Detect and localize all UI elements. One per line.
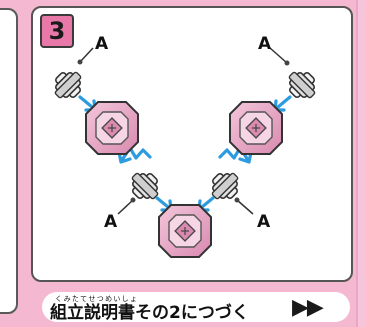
leader-line-top-right xyxy=(269,47,288,64)
leader-line-bottom-right xyxy=(236,199,254,215)
label-a-bottom-right: A xyxy=(257,212,271,232)
block-left xyxy=(85,101,139,155)
arrow-shaft xyxy=(155,196,170,209)
connector-piece-top-right xyxy=(288,71,316,99)
continue-banner[interactable] xyxy=(42,292,350,322)
arrow-shaft xyxy=(78,95,94,109)
connector-piece-top-left xyxy=(54,71,82,99)
arrow-head xyxy=(117,150,132,164)
next-arrows-icon[interactable]: ▶▶ xyxy=(292,295,324,320)
arrow-shaft xyxy=(200,196,215,209)
label-a-top-right: A xyxy=(258,34,272,54)
connector-piece-bottom-left xyxy=(131,172,159,200)
leader-line-top-left xyxy=(79,47,94,63)
leader-dot xyxy=(77,59,83,65)
block-right xyxy=(229,101,283,155)
label-a-top-left: A xyxy=(95,34,109,54)
page-edge-strip xyxy=(356,0,366,327)
continue-banner-text: 組立説明書その2につづく xyxy=(50,303,249,323)
leader-lines xyxy=(79,47,288,215)
leader-dot xyxy=(130,197,136,203)
step-number-badge: 3 xyxy=(40,14,74,48)
leader-dot xyxy=(234,197,240,203)
connector-piece-bottom-right xyxy=(211,172,239,200)
leader-line-bottom-left xyxy=(117,199,134,215)
previous-panel-edge xyxy=(0,8,18,314)
block-bottom xyxy=(158,204,212,258)
label-a-bottom-left: A xyxy=(104,212,118,232)
leader-dots xyxy=(77,59,290,203)
arrow-shaft xyxy=(276,95,292,109)
leader-dot xyxy=(284,60,290,66)
continue-banner-ruby: くみたてせつめいしょ xyxy=(55,295,139,303)
arrow-head xyxy=(238,150,253,164)
